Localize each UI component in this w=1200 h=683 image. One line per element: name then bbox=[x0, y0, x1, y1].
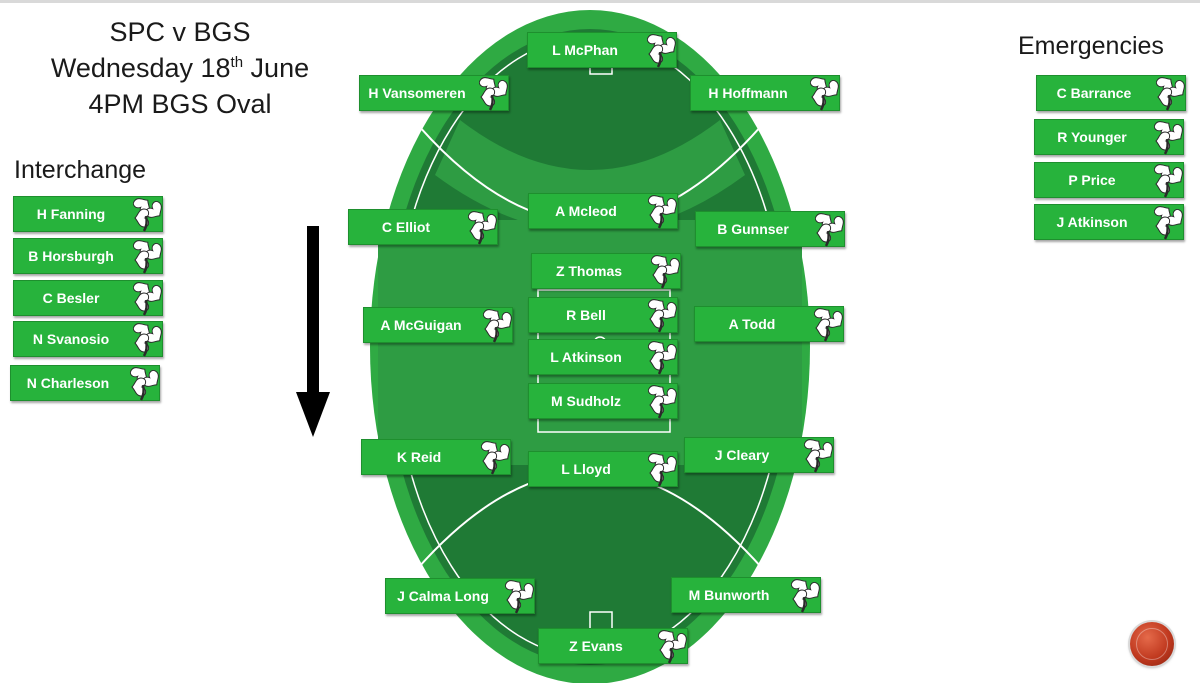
field-player-card[interactable]: J Cleary bbox=[684, 437, 834, 473]
player-name: C Elliot bbox=[381, 219, 431, 235]
player-name: M Bunworth bbox=[688, 587, 770, 603]
emergency-card[interactable]: C Barrance bbox=[1036, 75, 1186, 111]
player-name: C Besler bbox=[42, 290, 100, 306]
player-name: J Atkinson bbox=[1056, 214, 1128, 230]
field-player-card[interactable]: Z Evans bbox=[538, 628, 688, 664]
player-name: L McPhan bbox=[552, 42, 618, 58]
player-name: Z Thomas bbox=[555, 263, 623, 279]
player-name: H Hoffmann bbox=[708, 85, 788, 101]
shamrock-icon bbox=[482, 309, 512, 343]
player-name: B Gunnser bbox=[717, 221, 789, 237]
player-name: H Fanning bbox=[36, 206, 106, 222]
field-player-card[interactable]: A Todd bbox=[694, 306, 844, 342]
interchange-card[interactable]: H Fanning bbox=[13, 196, 163, 232]
interchange-heading: Interchange bbox=[14, 156, 147, 184]
match-time-venue: 4PM BGS Oval bbox=[88, 89, 272, 119]
record-button[interactable] bbox=[1130, 622, 1174, 666]
shamrock-icon bbox=[647, 299, 677, 333]
shamrock-icon bbox=[129, 367, 159, 401]
field-player-card[interactable]: K Reid bbox=[361, 439, 511, 475]
emergency-card[interactable]: J Atkinson bbox=[1034, 204, 1184, 240]
player-name: M Sudholz bbox=[551, 393, 621, 409]
shamrock-icon bbox=[803, 439, 833, 473]
shamrock-icon bbox=[814, 213, 844, 247]
player-name: R Bell bbox=[566, 307, 606, 323]
shamrock-icon bbox=[790, 579, 820, 613]
field-player-card[interactable]: H Vansomeren bbox=[359, 75, 509, 111]
field-player-card[interactable]: M Sudholz bbox=[528, 383, 678, 419]
player-name: B Horsburgh bbox=[28, 248, 114, 264]
shamrock-icon bbox=[813, 308, 843, 342]
field-player-card[interactable]: R Bell bbox=[528, 297, 678, 333]
player-name: L Atkinson bbox=[550, 349, 622, 365]
field-player-card[interactable]: A McGuigan bbox=[363, 307, 513, 343]
match-date: Wednesday 18th June bbox=[30, 50, 330, 86]
field-player-card[interactable]: A Mcleod bbox=[528, 193, 678, 229]
match-date-suffix: th bbox=[230, 54, 244, 71]
interchange-card[interactable]: N Charleson bbox=[10, 365, 160, 401]
shamrock-icon bbox=[504, 580, 534, 614]
field-player-card[interactable]: J Calma Long bbox=[385, 578, 535, 614]
interchange-card[interactable]: C Besler bbox=[13, 280, 163, 316]
player-name: J Cleary bbox=[714, 447, 770, 463]
shamrock-icon bbox=[657, 630, 687, 664]
shamrock-icon bbox=[480, 441, 510, 475]
match-name: SPC v BGS bbox=[109, 17, 251, 47]
field-player-card[interactable]: L Atkinson bbox=[528, 339, 678, 375]
player-name: A Todd bbox=[728, 316, 776, 332]
down-arrow-icon bbox=[296, 226, 330, 437]
shamrock-icon bbox=[132, 198, 162, 232]
shamrock-icon bbox=[467, 211, 497, 245]
emergency-card[interactable]: R Younger bbox=[1034, 119, 1184, 155]
player-name: J Calma Long bbox=[397, 588, 489, 604]
emergencies-heading: Emergencies bbox=[1018, 32, 1164, 60]
field-player-card[interactable]: Z Thomas bbox=[531, 253, 681, 289]
shamrock-icon bbox=[132, 323, 162, 357]
player-name: A McGuigan bbox=[380, 317, 462, 333]
shamrock-icon bbox=[647, 385, 677, 419]
player-name: C Barrance bbox=[1056, 85, 1132, 101]
shamrock-icon bbox=[132, 240, 162, 274]
field-player-card[interactable]: C Elliot bbox=[348, 209, 498, 245]
player-name: H Vansomeren bbox=[368, 85, 466, 101]
player-name: N Svanosio bbox=[32, 331, 110, 347]
shamrock-icon bbox=[647, 195, 677, 229]
shamrock-icon bbox=[650, 255, 680, 289]
shamrock-icon bbox=[132, 282, 162, 316]
shamrock-icon bbox=[1153, 121, 1183, 155]
shamrock-icon bbox=[647, 453, 677, 487]
field-player-card[interactable]: L McPhan bbox=[527, 32, 677, 68]
shamrock-icon bbox=[1153, 206, 1183, 240]
interchange-card[interactable]: N Svanosio bbox=[13, 321, 163, 357]
shamrock-icon bbox=[647, 341, 677, 375]
top-border bbox=[0, 0, 1200, 3]
player-name: Z Evans bbox=[569, 638, 623, 654]
field-player-card[interactable]: M Bunworth bbox=[671, 577, 821, 613]
match-date-day: Wednesday 18 bbox=[50, 53, 231, 83]
player-name: K Reid bbox=[396, 449, 442, 465]
field-player-card[interactable]: B Gunnser bbox=[695, 211, 845, 247]
player-name: A Mcleod bbox=[555, 203, 617, 219]
match-date-month: June bbox=[243, 53, 310, 83]
interchange-card[interactable]: B Horsburgh bbox=[13, 238, 163, 274]
field-player-card[interactable]: H Hoffmann bbox=[690, 75, 840, 111]
player-name: P Price bbox=[1068, 172, 1116, 188]
match-title: SPC v BGS Wednesday 18th June 4PM BGS Ov… bbox=[30, 14, 330, 122]
player-name: R Younger bbox=[1057, 129, 1127, 145]
shamrock-icon bbox=[809, 77, 839, 111]
player-name: N Charleson bbox=[26, 375, 110, 391]
shamrock-icon bbox=[1153, 164, 1183, 198]
shamrock-icon bbox=[646, 34, 676, 68]
shamrock-icon bbox=[1155, 77, 1185, 111]
emergency-card[interactable]: P Price bbox=[1034, 162, 1184, 198]
field-player-card[interactable]: L Lloyd bbox=[528, 451, 678, 487]
player-name: L Lloyd bbox=[561, 461, 611, 477]
shamrock-icon bbox=[478, 77, 508, 111]
